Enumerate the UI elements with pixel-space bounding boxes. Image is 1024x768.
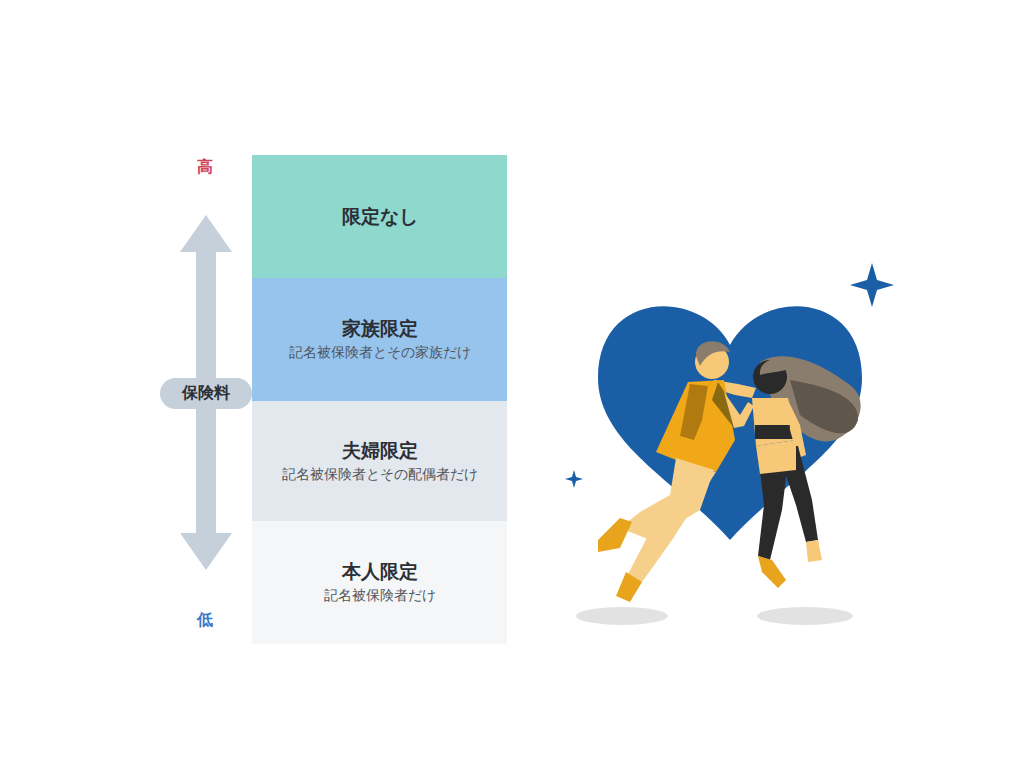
shadow [576, 607, 668, 625]
band-title: 保険料 [182, 383, 230, 404]
band-family: 家族限定記名被保険者とその家族だけ [252, 278, 507, 401]
band-unlimited: 限定なし [252, 155, 507, 278]
band-self: 本人限定記名被保険者だけ [252, 521, 507, 644]
sparkle [565, 470, 583, 488]
band-note: 記名被保険者だけ [324, 586, 436, 606]
band-title: 本人限定 [342, 559, 418, 584]
shadow [757, 607, 853, 625]
premium-arrow [180, 215, 232, 570]
band-title: 夫婦限定 [342, 438, 418, 463]
heart [598, 306, 862, 540]
premium-pill: 保険料 [160, 378, 252, 409]
man-figure [598, 341, 754, 602]
woman-figure [712, 356, 861, 588]
band-title: 家族限定 [342, 316, 418, 341]
band-couple: 夫婦限定記名被保険者とその配偶者だけ [252, 401, 507, 521]
band-note: 記名被保険者とその配偶者だけ [282, 465, 478, 485]
sparkle [850, 263, 894, 307]
scale-label: 高 [197, 157, 213, 178]
band-note: 記名被保険者とその家族だけ [289, 343, 471, 363]
band-title: 限定なし [342, 204, 418, 229]
scale-label: 低 [197, 610, 213, 631]
